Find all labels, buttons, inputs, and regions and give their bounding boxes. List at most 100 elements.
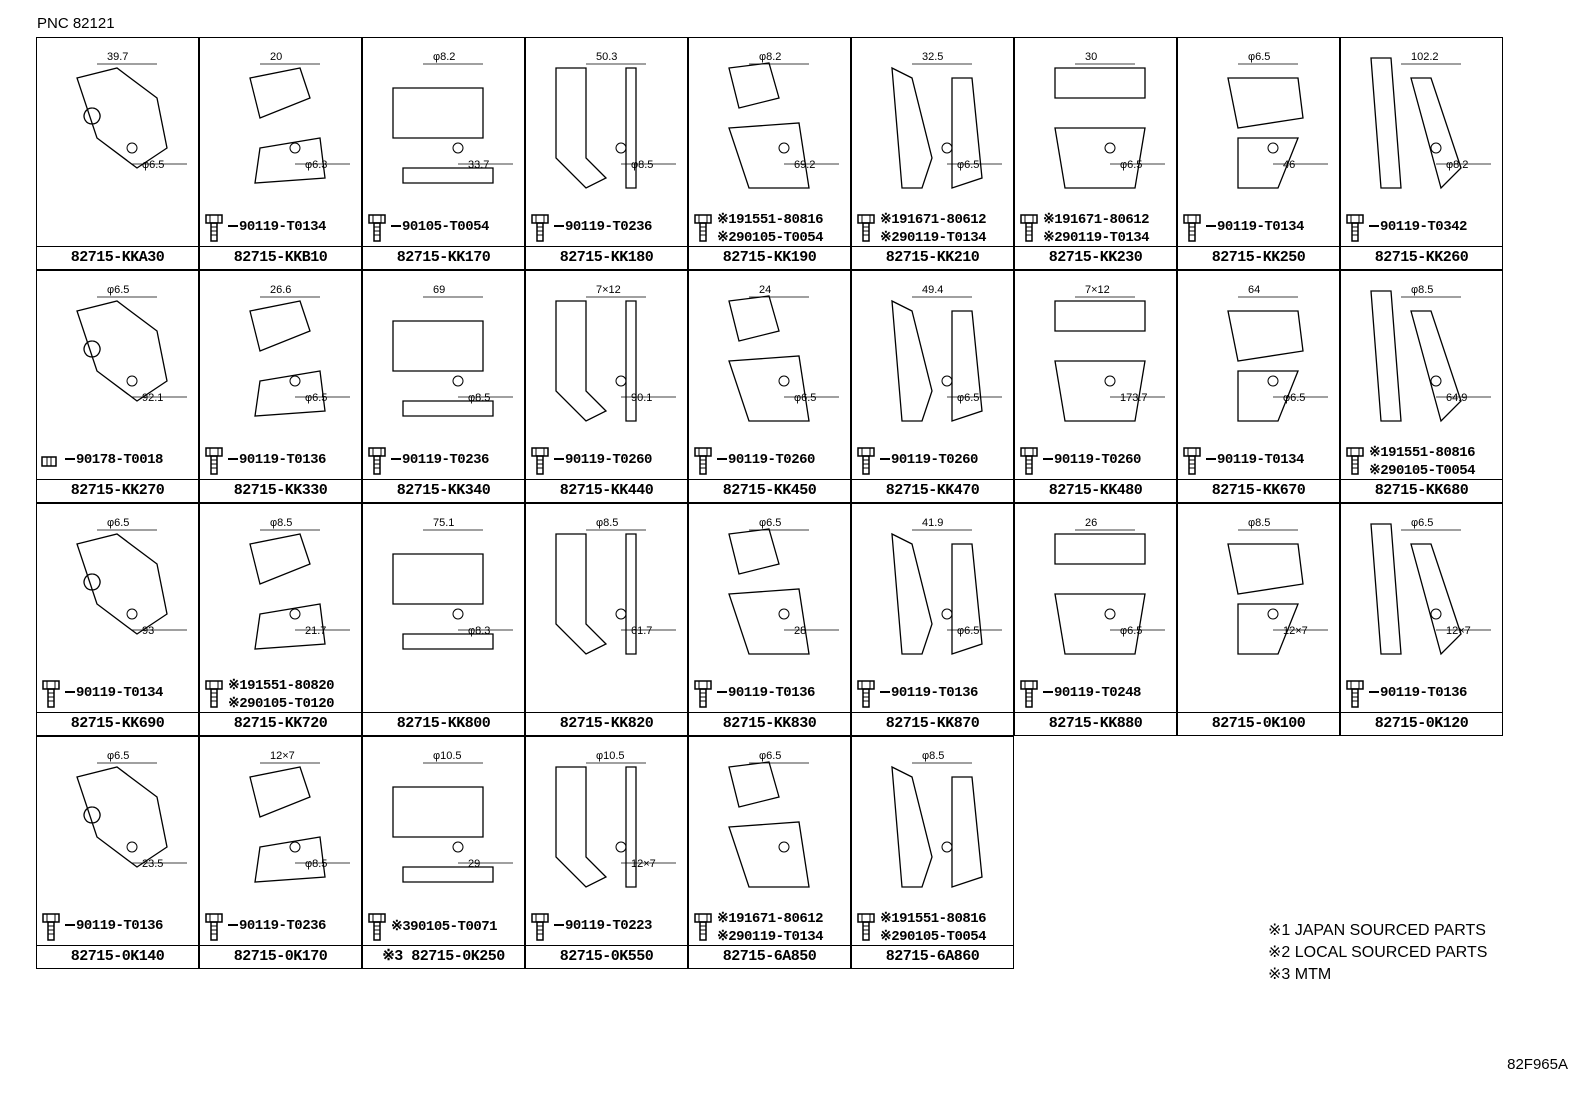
part-number[interactable]: 82715-KK440 — [526, 479, 687, 502]
part-number[interactable]: 82715-KK670 — [1178, 479, 1339, 502]
part-number[interactable]: 82715-KK250 — [1178, 246, 1339, 269]
part-number[interactable]: 82715-KKA30 — [37, 246, 198, 269]
part-number[interactable]: 82715-0K550 — [526, 945, 687, 968]
part-number[interactable]: 82715-KK170 — [363, 246, 524, 269]
bracket-drawing: 41.9φ6.5 — [891, 517, 1002, 655]
part-number[interactable]: 82715-KK260 — [1341, 246, 1502, 269]
bracket-outline — [76, 533, 168, 635]
part-number[interactable]: 82715-KKB10 — [200, 246, 361, 269]
bolt-icon — [857, 913, 875, 941]
fastener-part-number: ※191551-80816 — [1369, 445, 1476, 461]
fastener-group: 90119-T0134 — [1180, 442, 1339, 480]
part-number[interactable]: 82715-KK480 — [1015, 479, 1176, 502]
bracket-outline — [555, 300, 637, 422]
fastener-part-number: 90119-T0260 — [554, 452, 652, 468]
part-number[interactable]: 82715-KK820 — [526, 712, 687, 735]
part-number[interactable]: 82715-KK870 — [852, 712, 1013, 735]
mounting-hole — [289, 608, 301, 620]
dimension-label: φ8.5 — [468, 392, 490, 404]
bracket-outline — [728, 761, 810, 888]
part-number[interactable]: 82715-KK690 — [37, 712, 198, 735]
fastener-part-number: 90119-T0134 — [1206, 452, 1304, 468]
part-number[interactable]: 82715-KK180 — [526, 246, 687, 269]
mounting-hole — [1430, 375, 1442, 387]
part-number[interactable]: 82715-KK880 — [1015, 712, 1176, 735]
part-number[interactable]: 82715-KK450 — [689, 479, 850, 502]
part-number[interactable]: 82715-KK830 — [689, 712, 850, 735]
fastener-part-number: ※191671-80612 — [1043, 212, 1150, 228]
dimension-label: 75.1 — [433, 517, 454, 529]
part-number[interactable]: 82715-KK680 — [1341, 479, 1502, 502]
part-number[interactable]: 82715-KK720 — [200, 712, 361, 735]
part-number[interactable]: 82715-0K140 — [37, 945, 198, 968]
fastener-group: 90119-T0136 — [854, 675, 1013, 713]
mounting-hole — [941, 841, 953, 853]
part-number[interactable]: 82715-KK800 — [363, 712, 524, 735]
part-number[interactable]: 82715-6A860 — [852, 945, 1013, 968]
bracket-outline — [1370, 523, 1462, 656]
bracket-drawing: φ6.523.5 — [76, 750, 187, 870]
part-number[interactable]: ※3 82715-0K250 — [363, 945, 524, 968]
dimension-label: 24 — [759, 284, 771, 296]
fastener-group: 90105-T0054 — [365, 209, 524, 247]
bolt-icon — [531, 913, 549, 941]
bolt-icon — [531, 447, 549, 475]
part-number[interactable]: 82715-KK330 — [200, 479, 361, 502]
mounting-hole — [289, 375, 301, 387]
fastener-part-number: 90119-T0136 — [880, 685, 978, 701]
fastener-group: ※191551-80816※290105-T0054 — [691, 209, 850, 247]
part-number[interactable]: 82715-KK230 — [1015, 246, 1176, 269]
part-number[interactable]: 82715-KK470 — [852, 479, 1013, 502]
bracket-outline — [555, 67, 637, 189]
part-number[interactable]: 82715-KK340 — [363, 479, 524, 502]
bolt-icon — [857, 214, 875, 242]
part-number[interactable]: 82715-0K170 — [200, 945, 361, 968]
fastener-part-number: 90119-T0260 — [1043, 452, 1141, 468]
bolt-icon — [694, 913, 712, 941]
dimension-label: φ6.5 — [1283, 392, 1305, 404]
part-number[interactable]: 82715-KK210 — [852, 246, 1013, 269]
part-number[interactable]: 82715-KK190 — [689, 246, 850, 269]
dimension-label: φ8.5 — [305, 858, 327, 870]
part-number[interactable]: 82715-KK270 — [37, 479, 198, 502]
part-number[interactable]: 82715-0K100 — [1178, 712, 1339, 735]
part-number[interactable]: 82715-6A850 — [689, 945, 850, 968]
bracket-drawing: φ8.564.9 — [1370, 284, 1491, 423]
fastener-group — [1180, 675, 1339, 713]
part-number[interactable]: 82715-0K120 — [1341, 712, 1502, 735]
